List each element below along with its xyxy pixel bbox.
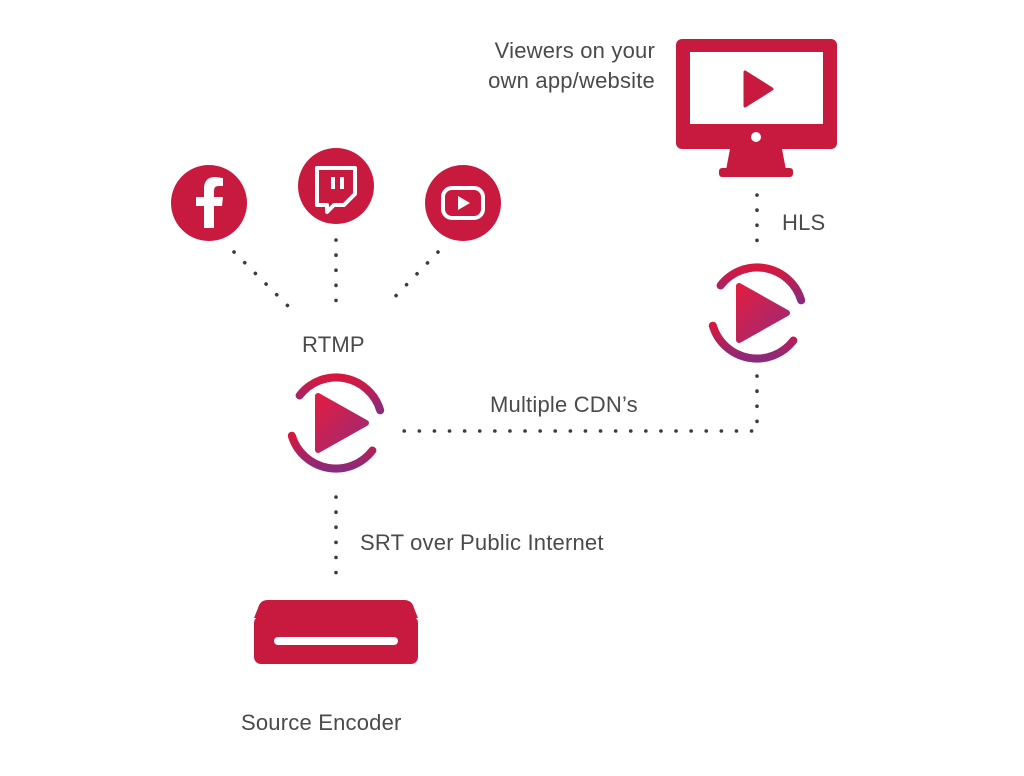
dotted-connectors <box>232 193 759 584</box>
twitch-icon <box>298 148 374 224</box>
encoder-box-icon <box>254 600 418 664</box>
multiple-cdns-label: Multiple CDN’s <box>490 392 638 417</box>
connector-youtube-rtmp <box>386 250 440 306</box>
viewers-label-line2: own app/website <box>488 68 655 93</box>
source-encoder-label: Source Encoder <box>241 710 402 735</box>
connector-facebook-rtmp <box>232 250 290 308</box>
stream-gateway-play-icon-rtmp <box>287 373 385 473</box>
youtube-icon <box>425 165 501 241</box>
viewers-label-line1: Viewers on your <box>494 38 655 63</box>
rtmp-label: RTMP <box>302 332 365 357</box>
hls-label: HLS <box>782 210 826 235</box>
viewers-label: Viewers on your own app/website <box>420 36 655 96</box>
facebook-icon <box>171 165 247 241</box>
monitor-play-icon <box>676 39 837 177</box>
stream-gateway-play-icon-hls <box>708 263 806 363</box>
srt-label: SRT over Public Internet <box>360 530 604 555</box>
